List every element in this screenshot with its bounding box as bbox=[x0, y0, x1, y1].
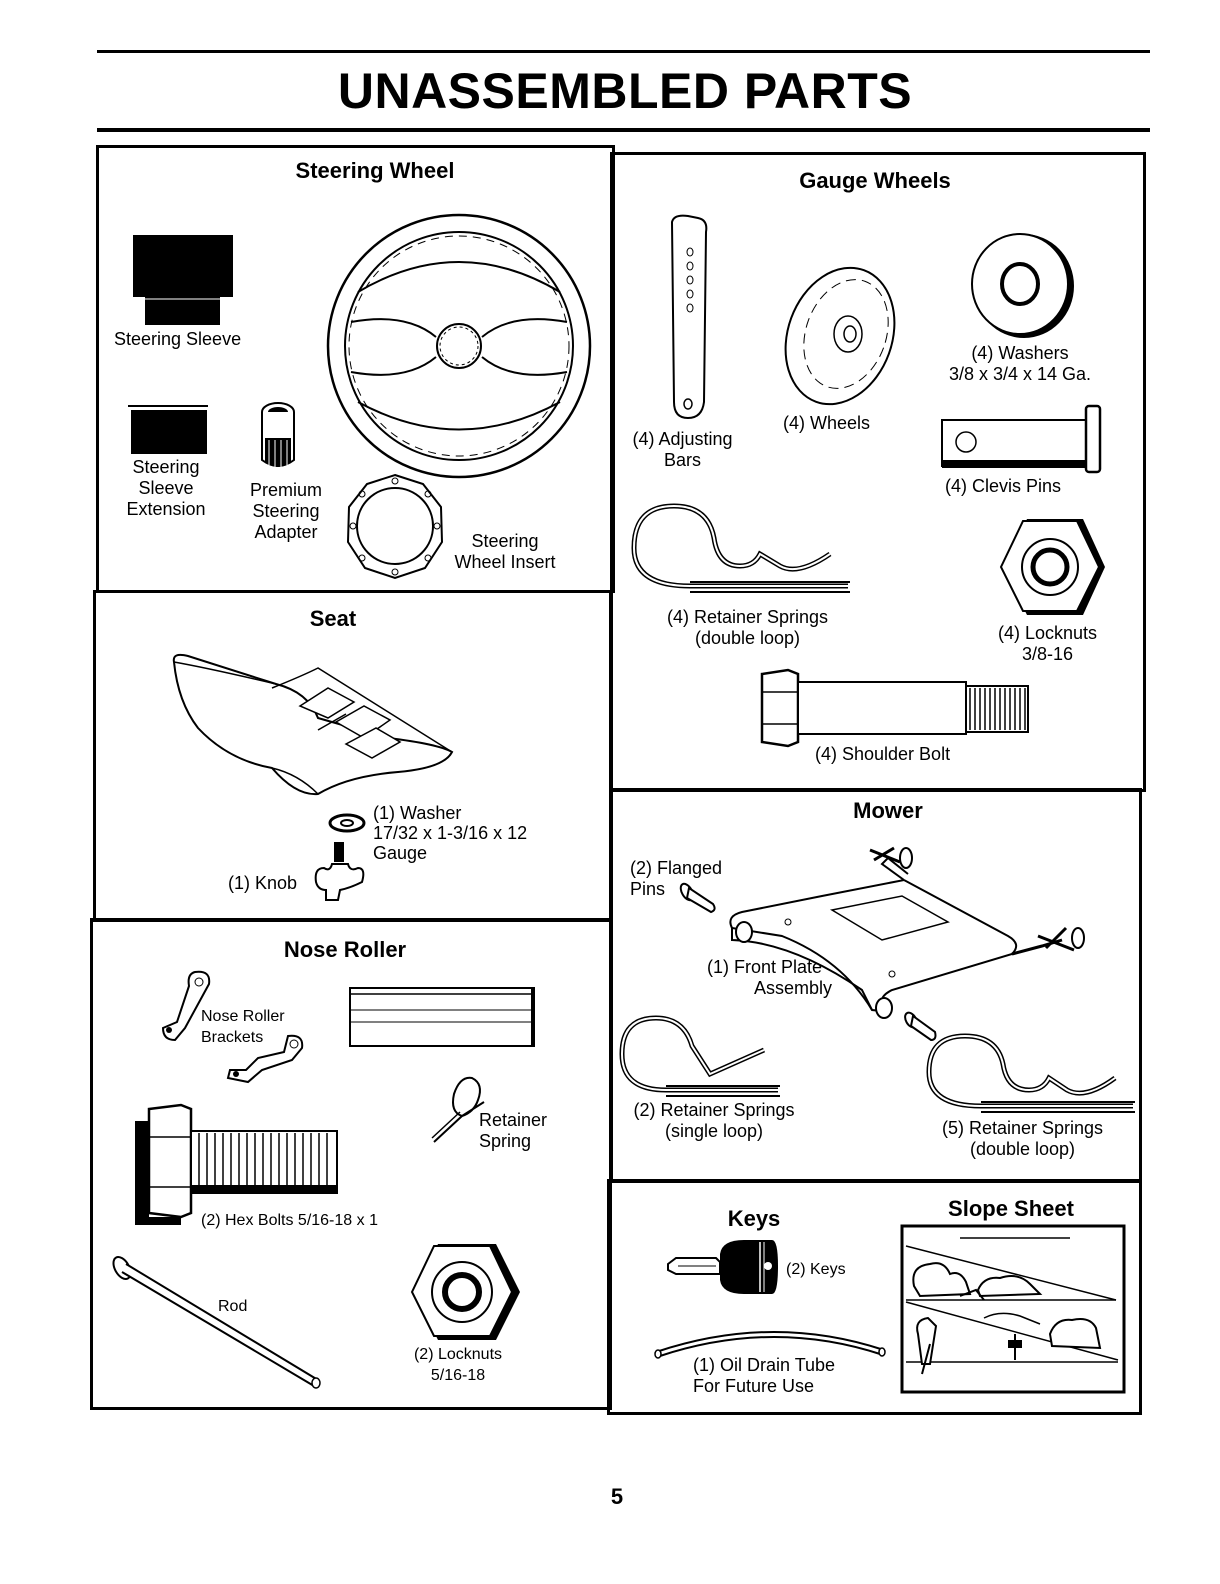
title-underline bbox=[97, 128, 1150, 132]
slope-sheet-image bbox=[900, 1224, 1126, 1394]
hex-bolts-label: (2) Hex Bolts 5/16-18 x 1 bbox=[201, 1212, 378, 1229]
seat-image bbox=[172, 653, 454, 796]
steering-adapter-label: Premium Steering Adapter bbox=[249, 480, 322, 542]
nose-roller-bracket-2-image bbox=[226, 1034, 304, 1084]
nose-locknut-image bbox=[410, 1244, 520, 1340]
nose-retainer-spring-label: Retainer Spring bbox=[479, 1110, 548, 1151]
steering-sleeve-extension-label: Steering Sleeve Extension bbox=[126, 457, 206, 519]
seat-washer-image bbox=[328, 813, 366, 833]
seat-washer-label: (1) Washer 17/32 x 1-3/16 x 12 Gauge bbox=[373, 803, 528, 863]
nose-retainer-spring-image bbox=[431, 1076, 485, 1143]
nose-roller-bracket-1-image bbox=[161, 970, 211, 1042]
washer-image bbox=[971, 233, 1074, 338]
page-title: UNASSEMBLED PARTS bbox=[337, 63, 913, 119]
steering-adapter-image bbox=[261, 402, 295, 468]
top-rule bbox=[97, 50, 1150, 53]
nose-locknuts-label: (2) Locknuts 5/16-18 bbox=[413, 1346, 503, 1384]
retainer-spring-double-image bbox=[631, 503, 850, 593]
adjusting-bar-image bbox=[670, 214, 708, 420]
retainer-springs-double-mower-label: (5) Retainer Springs (double loop) bbox=[941, 1118, 1104, 1159]
wheels-label: (4) Wheels bbox=[783, 413, 871, 433]
flanged-pin-image bbox=[679, 882, 716, 914]
nose-roller-brackets-label: Nose Roller Brackets bbox=[201, 1008, 285, 1046]
retainer-springs-label: (4) Retainer Springs (double loop) bbox=[666, 607, 829, 648]
steering-sleeve-image bbox=[133, 235, 233, 325]
retainer-spring-single-image bbox=[619, 1015, 780, 1097]
steering-wheel-insert-image bbox=[346, 473, 444, 580]
locknut-image bbox=[999, 519, 1105, 615]
mower-heading: Mower bbox=[853, 798, 923, 823]
knob-label: (1) Knob bbox=[228, 873, 298, 893]
page-number: 5 bbox=[610, 1484, 624, 1509]
retainer-springs-single-label: (2) Retainer Springs (single loop) bbox=[633, 1100, 795, 1141]
rod-image bbox=[112, 1256, 321, 1389]
slope-sheet-heading: Slope Sheet bbox=[948, 1196, 1074, 1221]
keys-heading: Keys bbox=[727, 1206, 781, 1231]
clevis-pins-label: (4) Clevis Pins bbox=[945, 476, 1062, 496]
gauge-wheels-heading: Gauge Wheels bbox=[799, 168, 951, 193]
oil-drain-tube-label: (1) Oil Drain Tube For Future Use bbox=[693, 1355, 836, 1396]
front-plate-label: (1) Front Plate Assembly bbox=[707, 957, 833, 998]
steering-wheel-insert-label: Steering Wheel Insert bbox=[454, 531, 556, 572]
nose-roller-panel bbox=[90, 918, 612, 1410]
nose-roller-image bbox=[349, 987, 535, 1047]
steering-wheel-heading: Steering Wheel bbox=[295, 158, 455, 183]
nose-roller-heading: Nose Roller bbox=[283, 937, 407, 962]
knob-image bbox=[314, 842, 365, 901]
key-image bbox=[667, 1240, 778, 1294]
locknuts-label: (4) Locknuts 3/8-16 bbox=[997, 623, 1098, 664]
front-plate-assembly-image bbox=[729, 846, 1085, 1019]
flanged-pins-label: (2) Flanged Pins bbox=[630, 858, 723, 899]
hex-bolt-image bbox=[135, 1103, 338, 1225]
shoulder-bolt-image bbox=[760, 668, 1029, 748]
rod-label: Rod bbox=[218, 1298, 248, 1315]
keys-label: (2) Keys bbox=[786, 1261, 846, 1278]
seat-heading: Seat bbox=[309, 606, 357, 631]
adjusting-bars-label: (4) Adjusting Bars bbox=[632, 429, 733, 470]
steering-sleeve-label: Steering Sleeve bbox=[114, 329, 242, 349]
steering-wheel-image bbox=[326, 213, 592, 479]
oil-drain-tube-image bbox=[654, 1331, 886, 1359]
gauge-wheel-image bbox=[784, 266, 896, 406]
shoulder-bolt-label: (4) Shoulder Bolt bbox=[815, 744, 951, 764]
retainer-spring-double-mower-image bbox=[926, 1033, 1135, 1113]
keys-slope-panel bbox=[607, 1179, 1142, 1415]
washers-label: (4) Washers 3/8 x 3/4 x 14 Ga. bbox=[948, 343, 1092, 384]
mower-flanged-pin-2-image bbox=[904, 1011, 937, 1042]
steering-sleeve-extension-image bbox=[128, 405, 208, 454]
clevis-pin-image bbox=[941, 404, 1102, 474]
